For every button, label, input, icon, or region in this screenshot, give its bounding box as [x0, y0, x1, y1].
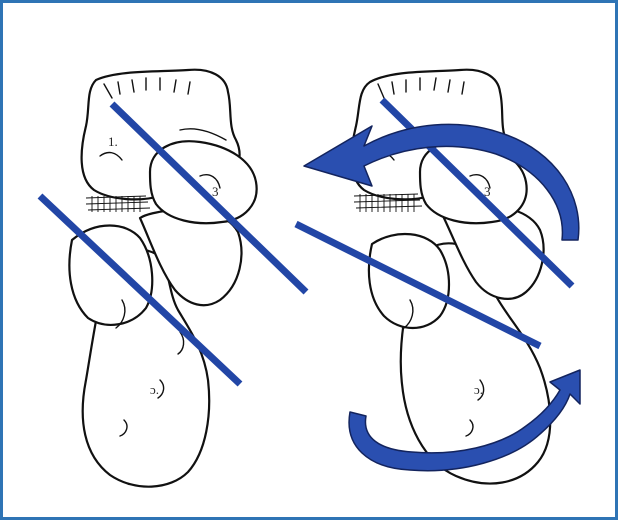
left-foot-bone-illustration: 1. 3 ɔ. [40, 70, 306, 487]
right-bone-mark-scribble: ɔ. [474, 382, 483, 397]
left-bone-mark-1: 1. [108, 134, 118, 149]
left-middle-left-bone [69, 226, 152, 325]
left-bone-mark-scribble: ɔ. [150, 382, 159, 397]
left-bone-mark-3: 3 [212, 184, 219, 199]
right-foot-bone-illustration: 1. 3 ɔ. [296, 70, 580, 484]
